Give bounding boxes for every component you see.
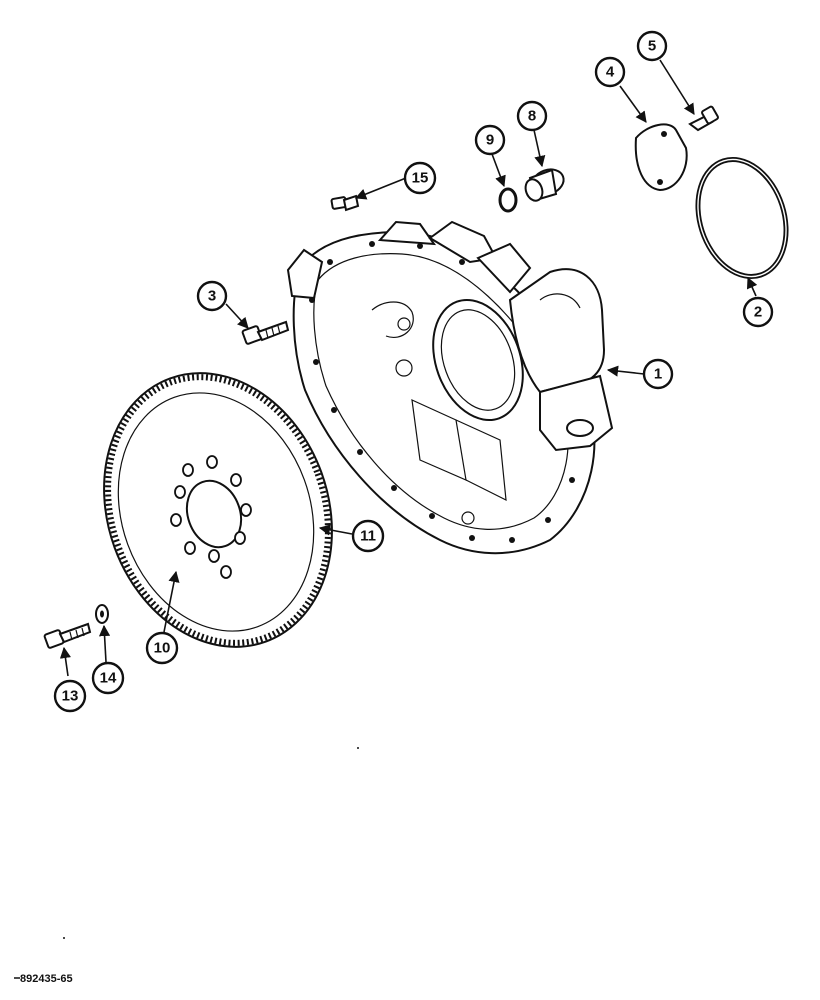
flywheel-bolt-holes [170,455,252,579]
callout-4: 4 [594,56,626,88]
svg-text:8: 8 [528,108,536,125]
callout-14: 14 [91,661,125,695]
callout-5: 5 [636,30,668,62]
callout-3: 3 [196,280,228,312]
callout-11: 11 [351,519,385,553]
o-ring [695,156,789,280]
small-screw-15 [330,194,360,212]
svg-text:14: 14 [100,670,117,687]
svg-text:11: 11 [360,528,376,545]
svg-text:9: 9 [486,132,494,149]
svg-text:5: 5 [648,38,656,55]
callout-9: 9 [474,124,506,156]
callout-10: 10 [145,631,179,665]
callout-13: 13 [53,679,87,713]
figure-reference: 892435-65 [20,973,73,985]
flange-bolt-holes [309,241,575,543]
flywheel [103,372,333,648]
bolt-13 [43,622,92,649]
callout-1: 1 [642,358,674,390]
flywheel-housing [286,220,614,555]
svg-text:1: 1 [654,366,662,383]
cap-screw-5 [688,105,719,132]
svg-text:13: 13 [62,688,79,705]
washer-14 [95,604,109,624]
bolt-3 [241,320,290,345]
cover-plate [634,123,688,192]
svg-text:2: 2 [754,304,762,321]
svg-text:3: 3 [208,288,216,305]
svg-text:15: 15 [412,170,429,187]
plug [524,168,565,202]
washer-9 [498,187,518,213]
callout-2: 2 [742,296,774,328]
leader-lines [59,59,758,677]
callout-15: 15 [403,161,437,195]
callout-8: 8 [516,100,548,132]
svg-text:4: 4 [606,64,615,81]
svg-text:10: 10 [154,640,171,657]
